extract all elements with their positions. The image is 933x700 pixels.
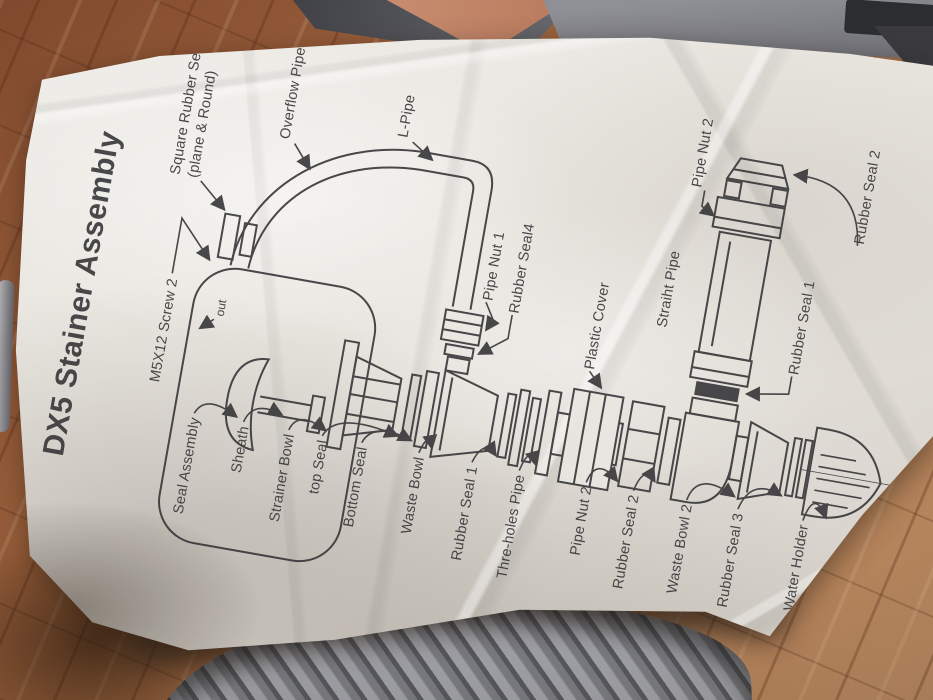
seal-assembly-label: Seal Assembly	[171, 416, 204, 516]
rubber-seal1-leader	[471, 440, 497, 463]
water-holder-slots	[812, 453, 870, 509]
left-label-column: Seal Assembly Sheath Strainer Bowl top S…	[171, 416, 812, 613]
rubber-seal4-label: Rubber Seal4	[507, 222, 539, 314]
thre-holes-pipe-label: Thre-holes Pipe	[494, 473, 528, 580]
sink-bowl-outline	[158, 267, 377, 563]
pipe-nut1-part	[439, 308, 485, 347]
bottom-seal-leader	[360, 427, 413, 444]
waste-bowl-port	[444, 355, 471, 376]
l-pipe-leader	[412, 141, 434, 162]
rubber-seal4-leader	[476, 314, 513, 355]
nut-corner-a	[722, 179, 743, 200]
l-pipe-outer	[422, 151, 494, 310]
plastic-cover-part	[556, 387, 625, 492]
pipe-nut2-leader	[585, 465, 619, 483]
diagram-artwork: DX5 Stainer Assembly out M5X12 Screw 2	[37, 40, 891, 613]
pipe-nut-elbow	[688, 350, 753, 389]
sheath-leader	[242, 401, 284, 423]
top-seal-part	[400, 373, 423, 441]
square-seal-leader	[200, 180, 226, 212]
pipe-nut2-end-part	[711, 195, 786, 240]
strainer-bowl-body	[341, 355, 403, 437]
rubber-seal2-leader	[632, 466, 656, 492]
nut-corner-b	[769, 187, 790, 208]
rubber-seal1-elbow-part	[694, 380, 740, 403]
waste-bowl2-label: Waste Bowl 2	[664, 503, 695, 595]
out-arrow	[198, 314, 216, 330]
plastic-cover-label: Plastic Cover	[582, 281, 613, 370]
elbow-collar	[688, 396, 740, 423]
overflow-pipe-label: Overflow Pipe	[277, 46, 309, 140]
rubber-seal2-label: Rubber Seal 2	[610, 494, 642, 591]
left-leader-lines	[193, 401, 829, 521]
waste-bowl2-part	[736, 420, 790, 501]
pipe-nut2-label: Pipe Nut 2	[568, 485, 596, 556]
water-holder-axis	[801, 469, 891, 486]
rubber-seal4-part	[443, 342, 475, 360]
l-pipe-inner	[419, 168, 475, 307]
rubber-seal3-leader	[737, 482, 783, 510]
rubber-seal3-bar1	[783, 436, 804, 498]
bottom-seal-label: Bottom Seal	[341, 446, 371, 529]
overflow-pipe-inner	[247, 166, 421, 269]
waste-bowl2-leader	[685, 482, 736, 501]
waste-bowl-part	[429, 368, 500, 459]
pipe-nut2-end-leader	[698, 190, 716, 217]
bottom-seal-part	[412, 369, 441, 450]
rubber-seal1-elbow-label: Rubber Seal 1	[786, 280, 818, 377]
m5x12-leader	[171, 216, 211, 274]
rubber-seal2-end-part	[725, 157, 790, 191]
overflow-pipe-outer	[229, 148, 424, 266]
rubber-seal2-stack-part	[656, 416, 682, 486]
rubber-seal1-bar1	[496, 392, 518, 460]
water-holder-label: Water Holder	[781, 523, 812, 612]
straiht-pipe-label: Straiht Pipe	[654, 250, 683, 329]
elbow-body	[669, 411, 741, 504]
pipe-nut1-leader	[484, 301, 500, 332]
thre-holes-leader	[518, 449, 540, 471]
pipe-nut1-label: Pipe Nut 1	[480, 231, 508, 302]
stem-base	[305, 394, 327, 435]
strainer-bowl-label: Strainer Bowl	[267, 433, 298, 523]
rubber-seal1-bar2	[506, 388, 532, 468]
round-seal-part	[238, 222, 259, 258]
page-title: DX5 Stainer Assembly	[37, 128, 127, 458]
straight-pipe-part	[697, 230, 773, 363]
water-holder-leader	[802, 502, 829, 521]
seal-assembly-dome	[224, 358, 271, 452]
waste-bowl-leader	[418, 434, 438, 454]
rubber-seal1-elbow-leader	[744, 376, 793, 402]
rubber-seal2-end-leader	[792, 168, 859, 246]
rubber-seal3-bar2	[794, 438, 815, 500]
l-pipe-label: L-Pipe	[395, 94, 418, 139]
m5x12-screw-label: M5X12 Screw 2	[147, 277, 181, 383]
sink-out-marking: out	[213, 298, 230, 318]
square-seal-part	[216, 212, 242, 261]
pipe-nut2-stack-part	[616, 400, 666, 493]
strainer-bowl-leader	[288, 416, 328, 432]
waste-bowl-label: Waste Bowl	[399, 456, 428, 536]
plastic-cover-leader	[587, 370, 603, 390]
rubber-seal1-label: Rubber Seal 1	[449, 465, 481, 562]
seal-assembly-leader	[193, 402, 239, 419]
top-seal-label: top Seal	[306, 439, 331, 496]
threholes-flange	[533, 389, 563, 477]
overflow-leader	[293, 143, 311, 171]
rubber-seal3-label: Rubber Seal 3	[715, 512, 747, 609]
pipe-nut2-end-label: Pipe Nut 2	[689, 117, 717, 188]
